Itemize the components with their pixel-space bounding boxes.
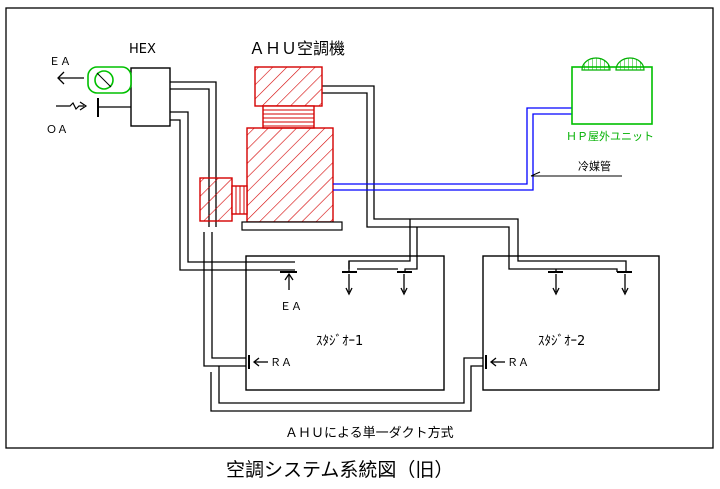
refrigerant-pipe <box>333 107 572 191</box>
studio1-label: ｽﾀｼﾞｵｰ1 <box>316 334 363 349</box>
arrow-right-icon <box>56 101 88 111</box>
refrigerant-label: 冷媒管 <box>578 159 611 173</box>
ea-studio1-label: ＥＡ <box>280 300 302 313</box>
return-grille-icon <box>248 355 505 369</box>
system-note: ＡＨＵによる単一ダクト方式 <box>285 425 454 441</box>
diagram-frame <box>5 7 714 449</box>
ahu-label: ＡＨＵ空調機 <box>249 39 345 58</box>
supply-diffuser-icon <box>342 271 632 296</box>
studio2-room <box>482 255 660 391</box>
studio2-label: ｽﾀｼﾞｵｰ2 <box>538 334 585 349</box>
hex-label: HEX <box>129 42 156 57</box>
arrow-left-icon <box>57 71 84 85</box>
hex-unit <box>130 67 171 127</box>
hp-outdoor-unit <box>571 57 653 125</box>
oa-label: ＯＡ <box>46 123 68 136</box>
studio1-room <box>245 255 445 391</box>
duct-network <box>170 81 627 412</box>
ahu-unit <box>199 66 334 223</box>
ea-outside-label: ＥＡ <box>49 55 71 68</box>
oa-damper <box>97 98 131 117</box>
ra-studio1-label: ＲＡ <box>270 356 292 369</box>
exhaust-grille-icon <box>280 271 297 290</box>
hp-unit-label: ＨＰ屋外ユニット <box>566 130 654 143</box>
fan-icon <box>87 66 132 94</box>
ahu-base <box>241 221 343 231</box>
diagram-caption: 空調システム系統図（旧） <box>226 459 453 481</box>
ra-studio2-label: ＲＡ <box>507 356 529 369</box>
refrigerant-leader <box>530 171 622 177</box>
